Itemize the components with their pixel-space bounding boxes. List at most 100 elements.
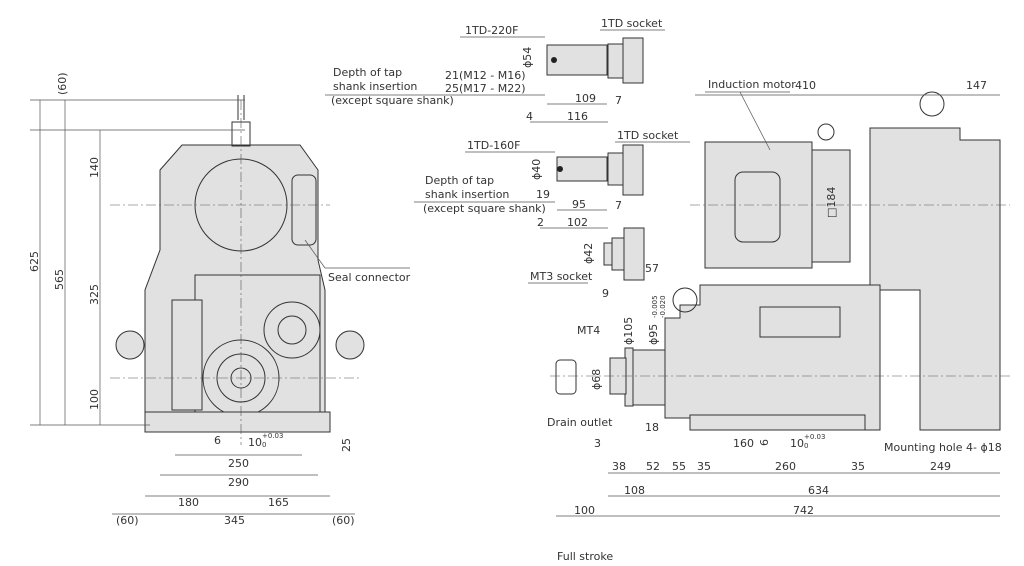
dim-325: 325 (88, 284, 101, 305)
dim-phi68: ϕ68 (590, 369, 603, 390)
dim-147: 147 (966, 79, 987, 92)
depth-note-a-line1: Depth of tap (333, 66, 402, 79)
dim-57: 57 (645, 262, 659, 275)
callout-induction-motor: Induction motor (708, 78, 796, 91)
dim-38: 38 (612, 460, 626, 473)
nameplate (759, 306, 841, 338)
dim-100: 100 (574, 504, 595, 517)
tool-holder-details: 1TD-220F 1TD socket ϕ54 Depth of tap sha… (325, 17, 690, 300)
mounting-base (689, 414, 866, 431)
dim-634: 634 (808, 484, 829, 497)
set-screw (557, 166, 563, 172)
callout-mt4: MT4 (577, 324, 600, 337)
dim-10-tol-lower: 0 (262, 441, 266, 449)
dim-phi105: ϕ105 (622, 317, 635, 345)
dim-25: 25 (340, 438, 353, 452)
callout-drain-outlet: Drain outlet (547, 416, 613, 429)
seal-connector-body (291, 174, 317, 246)
dim-109: 109 (575, 92, 596, 105)
dim-sq184: □184 (825, 187, 838, 218)
side-view: Induction motor MT4 Drain outlet Mountin… (547, 78, 1010, 563)
dim-10: 10 (790, 437, 804, 450)
lifting-lug-left (115, 330, 145, 360)
callout-mounting-hole: Mounting hole 4- ϕ18 (884, 441, 1002, 454)
dim-6: 6 (758, 439, 771, 446)
depth-note-b-line3: (except square shank) (423, 202, 546, 215)
callout-seal-connector: Seal connector (328, 271, 411, 284)
dim-9: 9 (602, 287, 609, 300)
dim-742: 742 (793, 504, 814, 517)
gear-cover-inner (277, 315, 307, 345)
eye-bolt-gearbox (919, 91, 945, 117)
callout-mt3-socket: MT3 socket (530, 270, 593, 283)
front-view: (60) 625 565 140 325 100 25 6 10 +0.03 0… (28, 72, 411, 527)
dim-18: 18 (645, 421, 659, 434)
stroke-ghost (555, 359, 577, 395)
spindle-body (664, 284, 881, 431)
depth-note-a-value1: 21(M12 - M16) (445, 69, 526, 82)
callout-1td-160f: 1TD-160F (467, 139, 520, 152)
dim-phi95-tol-lower: -0.020 (659, 295, 667, 318)
dim-345: 345 (224, 514, 245, 527)
dim-290: 290 (228, 476, 249, 489)
dim-116: 116 (567, 110, 588, 123)
callout-full-stroke: Full stroke (557, 550, 613, 563)
depth-note-a-line2: shank insertion (333, 80, 417, 93)
socket-body (623, 227, 645, 281)
tap-holder-160f (556, 156, 608, 182)
dim-249: 249 (930, 460, 951, 473)
depth-note-a-line3: (except square shank) (331, 94, 454, 107)
gear-cover (263, 301, 321, 359)
dim-35b: 35 (851, 460, 865, 473)
dim-160: 160 (733, 437, 754, 450)
leader-line (304, 239, 326, 269)
dim-108: 108 (624, 484, 645, 497)
set-screw (551, 57, 557, 63)
base-plate (144, 411, 331, 433)
dim-55: 55 (672, 460, 686, 473)
socket-body (622, 37, 644, 84)
dim-260: 260 (775, 460, 796, 473)
dim-10-tol-lower: 0 (804, 442, 808, 450)
dim-10-tol-upper: +0.03 (804, 433, 825, 441)
dim-102: 102 (567, 216, 588, 229)
depth-note-b-line2: shank insertion (425, 188, 509, 201)
motor-flange (811, 149, 851, 263)
dim-180: 180 (178, 496, 199, 509)
dim-250: 250 (228, 457, 249, 470)
eye-bolt-motor (817, 123, 835, 141)
dim-60-left: (60) (116, 514, 139, 527)
dim-phi95-tol-upper: -0.005 (651, 295, 659, 318)
depth-note-b-line1: Depth of tap (425, 174, 494, 187)
dim-60-right: (60) (332, 514, 355, 527)
dim-95: 95 (572, 198, 586, 211)
spindle-nose (631, 349, 666, 406)
dim-625: 625 (28, 251, 41, 272)
dim-3: 3 (594, 437, 601, 450)
socket-body (622, 144, 644, 196)
dim-phi54: ϕ54 (521, 47, 534, 68)
side-panel (171, 299, 203, 411)
dim-6: 6 (214, 434, 221, 447)
depth-note-a-value2: 25(M17 - M22) (445, 82, 526, 95)
dim-phi40: ϕ40 (530, 159, 543, 180)
socket-nut (607, 43, 624, 79)
callout-1td-220f: 1TD-220F (465, 24, 518, 37)
dim-10-tol-upper: +0.03 (262, 432, 283, 440)
dim-165: 165 (268, 496, 289, 509)
dim-410: 410 (795, 79, 816, 92)
dim-35a: 35 (697, 460, 711, 473)
dim-565: 565 (53, 269, 66, 290)
leader-line (739, 91, 771, 151)
socket-nut (607, 152, 624, 186)
dim-60-top: (60) (56, 72, 69, 95)
dim-100: 100 (88, 389, 101, 410)
mt3-taper (603, 242, 613, 266)
eye-bolt-spindle (672, 287, 698, 313)
dim-phi95: ϕ95 (647, 324, 660, 345)
dim-7a: 7 (615, 94, 622, 107)
dim-7b: 7 (615, 199, 622, 212)
lifting-lug-right (335, 330, 365, 360)
gearbox-housing (869, 127, 1001, 431)
